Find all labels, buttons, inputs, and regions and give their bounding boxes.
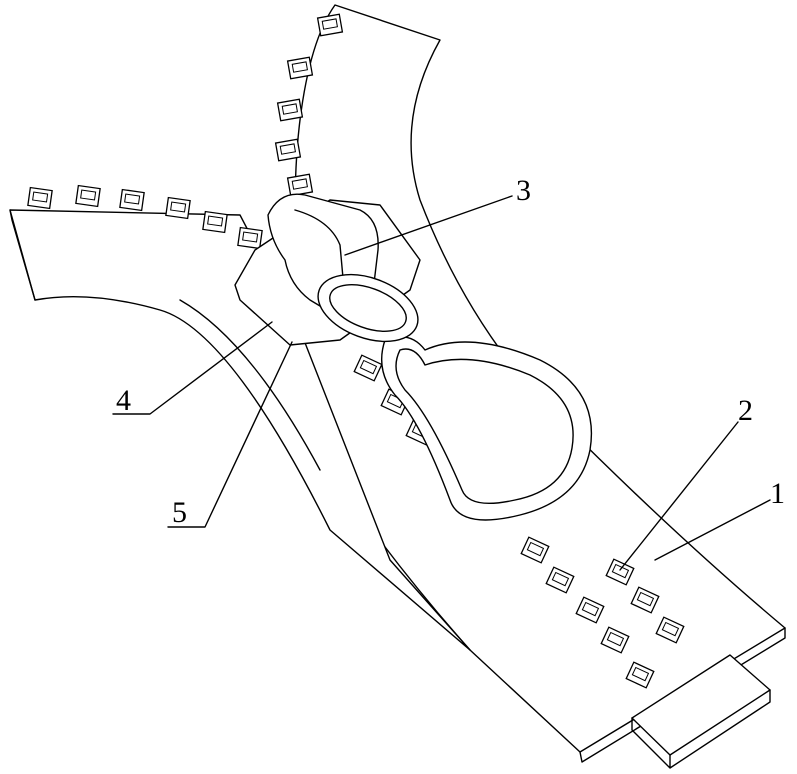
label-3: 3 (516, 174, 531, 207)
zipper-tooth (276, 139, 301, 161)
zipper-tooth (203, 212, 227, 233)
label-4: 4 (116, 384, 131, 417)
zipper-tooth (166, 198, 190, 219)
zipper-tooth (28, 188, 52, 209)
zipper-tooth (318, 14, 343, 36)
label-1: 1 (770, 477, 785, 510)
zipper-tooth (288, 57, 313, 79)
zipper-tooth (278, 99, 303, 121)
zipper-tooth (120, 190, 144, 211)
label-5: 5 (172, 496, 187, 529)
zipper-tooth (76, 186, 100, 207)
zipper-tooth (288, 174, 313, 196)
label-2: 2 (738, 394, 753, 427)
zipper-tooth (238, 228, 262, 249)
